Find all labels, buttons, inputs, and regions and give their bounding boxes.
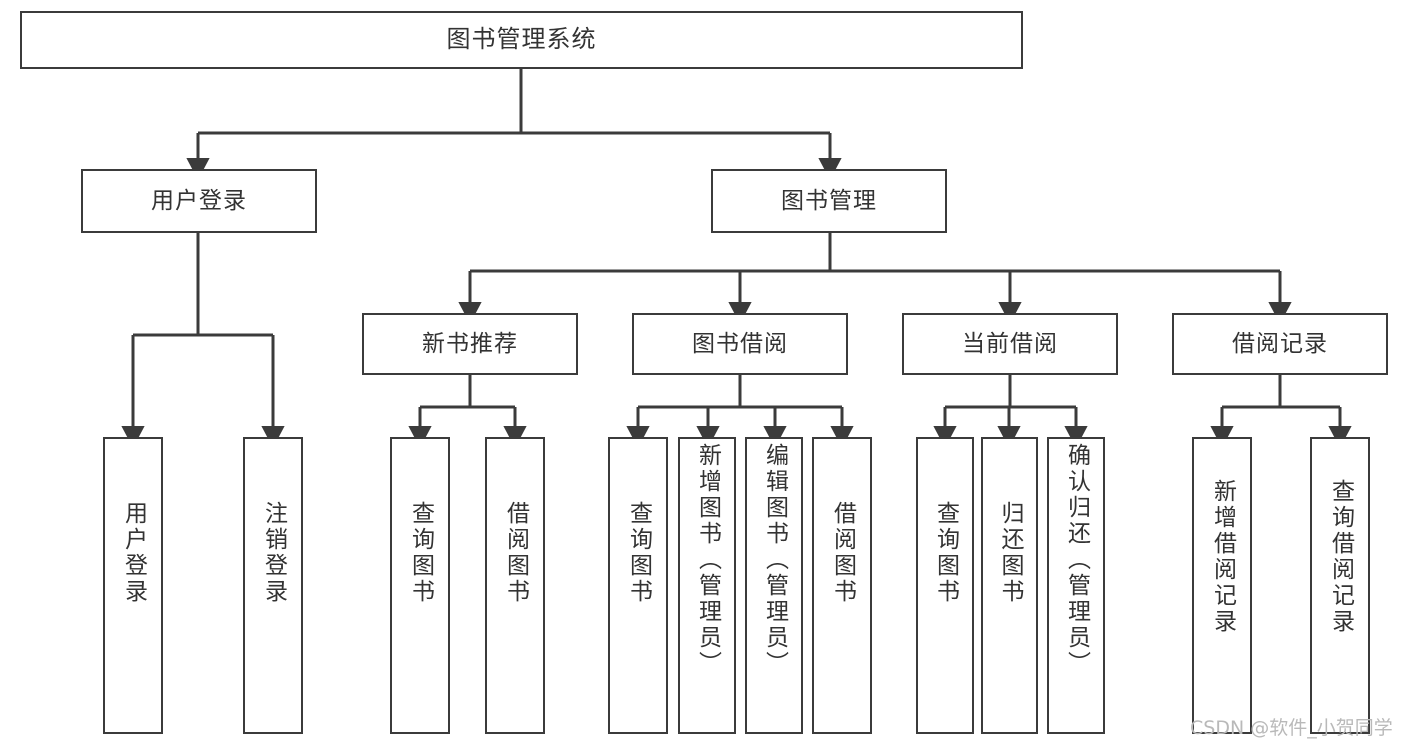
node-label: 新增图书（管理员） [694, 443, 721, 677]
node-user-login[interactable]: 用户登录 [81, 169, 317, 233]
node-new-book-recommendation[interactable]: 新书推荐 [362, 313, 578, 375]
node-label: 当前借阅 [962, 330, 1058, 357]
node-label: 图书管理 [781, 187, 877, 214]
node-leaf-query-book-3[interactable]: 查询图书 [916, 437, 974, 734]
node-leaf-borrow-book-2[interactable]: 借阅图书 [812, 437, 872, 734]
node-label: 图书管理系统 [446, 25, 597, 54]
node-label: 查询图书 [407, 501, 434, 605]
watermark-csdn: CSDN @软件_小贺同学 [1190, 717, 1393, 739]
node-label: 确认归还（管理员） [1063, 443, 1090, 677]
node-borrow-record[interactable]: 借阅记录 [1172, 313, 1388, 375]
node-leaf-logout[interactable]: 注销登录 [243, 437, 303, 734]
node-leaf-confirm-return-admin[interactable]: 确认归还（管理员） [1047, 437, 1105, 734]
node-label: 注销登录 [260, 501, 287, 605]
node-leaf-query-book-2[interactable]: 查询图书 [608, 437, 668, 734]
node-label: 新书推荐 [422, 330, 518, 357]
node-label: 图书借阅 [692, 330, 788, 357]
node-current-borrow[interactable]: 当前借阅 [902, 313, 1118, 375]
node-leaf-edit-book-admin[interactable]: 编辑图书（管理员） [745, 437, 803, 734]
node-leaf-query-borrow-record[interactable]: 查询借阅记录 [1310, 437, 1370, 734]
node-leaf-user-login[interactable]: 用户登录 [103, 437, 163, 734]
node-label: 借阅记录 [1232, 330, 1328, 357]
node-label: 归还图书 [997, 501, 1023, 605]
node-root-book-management-system[interactable]: 图书管理系统 [20, 11, 1023, 69]
node-label: 用户登录 [120, 501, 147, 605]
node-leaf-query-book-1[interactable]: 查询图书 [390, 437, 450, 734]
node-book-management[interactable]: 图书管理 [711, 169, 947, 233]
node-label: 查询借阅记录 [1327, 479, 1354, 635]
node-label: 查询图书 [625, 501, 652, 605]
node-label: 借阅图书 [502, 501, 529, 605]
node-leaf-borrow-book-1[interactable]: 借阅图书 [485, 437, 545, 734]
node-leaf-add-book-admin[interactable]: 新增图书（管理员） [678, 437, 736, 734]
node-label: 用户登录 [151, 187, 247, 214]
node-leaf-return-book[interactable]: 归还图书 [981, 437, 1038, 734]
node-label: 新增借阅记录 [1209, 479, 1236, 635]
node-label: 查询图书 [932, 501, 959, 605]
node-book-borrow[interactable]: 图书借阅 [632, 313, 848, 375]
node-label: 编辑图书（管理员） [761, 443, 788, 677]
node-label: 借阅图书 [829, 501, 856, 605]
node-leaf-add-borrow-record[interactable]: 新增借阅记录 [1192, 437, 1252, 734]
